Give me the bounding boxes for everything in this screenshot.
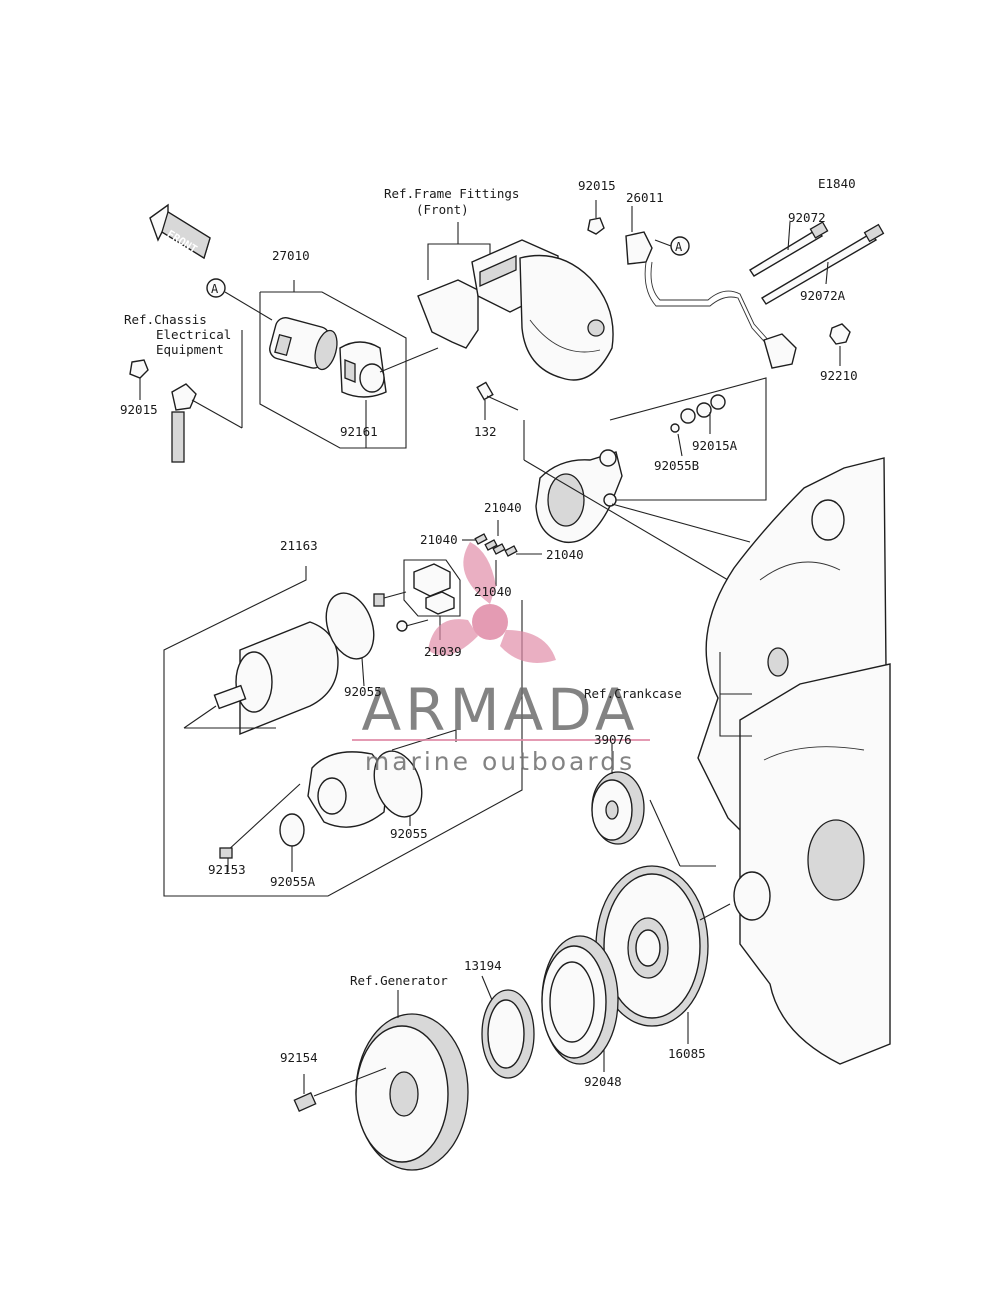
part-21040-left: 21040 — [420, 532, 458, 547]
part-21040-bottom: 21040 — [474, 584, 512, 599]
part-92072A: 92072A — [800, 288, 846, 303]
part-16085: 16085 — [668, 1046, 706, 1061]
part-92154: 92154 — [280, 1050, 318, 1065]
propeller-logo-icon — [428, 542, 556, 663]
ref-chassis-line1: Ref.Chassis — [124, 312, 207, 327]
part-21163: 21163 — [280, 538, 318, 553]
callout-a-left-label: A — [211, 282, 219, 296]
washers-92015A-92055B — [606, 377, 767, 501]
part-92153: 92153 — [208, 862, 246, 877]
ref-frame-fittings-line2: (Front) — [416, 202, 469, 217]
starter-rear-cover — [523, 420, 751, 581]
part-92015A: 92015A — [692, 438, 738, 453]
part-92055A: 92055A — [270, 874, 316, 889]
ref-frame-fittings-line1: Ref.Frame Fittings — [384, 186, 519, 201]
cable-ties — [749, 221, 885, 305]
bolt-132 — [476, 381, 519, 420]
part-92015-top: 92015 — [578, 178, 616, 193]
generator-rotor — [355, 990, 469, 1171]
ref-chassis-line3: Equipment — [156, 342, 224, 357]
part-92072: 92072 — [788, 210, 826, 225]
starter-motor-21163 — [163, 566, 523, 897]
starter-gear-16085 — [595, 865, 731, 1044]
nut-92210 — [829, 323, 851, 366]
part-21040-right: 21040 — [546, 547, 584, 562]
watermark-subtitle: marine outboards — [365, 747, 635, 776]
callout-a-left: A — [206, 278, 273, 321]
crankcase — [697, 457, 891, 1065]
diagram-code: E1840 — [818, 176, 856, 191]
relay-bracket-lines — [259, 280, 439, 449]
frame-fittings-bracket — [417, 222, 614, 381]
part-92161: 92161 — [340, 424, 378, 439]
part-132: 132 — [474, 424, 497, 439]
ref-chassis-line2: Electrical — [156, 327, 231, 342]
starter-relay-27010 — [269, 317, 338, 371]
part-92055B: 92055B — [654, 458, 699, 473]
terminal-26011: A — [587, 217, 797, 369]
front-arrow-icon: FRONT — [149, 203, 211, 260]
bolt-92154 — [293, 1067, 387, 1113]
part-92210: 92210 — [820, 368, 858, 383]
part-92048: 92048 — [584, 1074, 622, 1089]
watermark-title: ARMADA — [361, 676, 638, 744]
clutch-housing-92048 — [541, 935, 619, 1072]
relay-cover-92161 — [339, 341, 387, 398]
callout-a-top-label: A — [675, 240, 683, 254]
part-21039: 21039 — [424, 644, 462, 659]
part-13194: 13194 — [464, 958, 502, 973]
idle-gear-39076 — [591, 744, 716, 867]
one-way-clutch-13194 — [481, 975, 535, 1079]
part-92055-a: 92055 — [344, 684, 382, 699]
front-bracket-and-orings — [219, 729, 457, 872]
part-26011: 26011 — [626, 190, 664, 205]
brushes-21040 — [462, 520, 542, 586]
ref-generator: Ref.Generator — [350, 973, 448, 988]
part-92055-b: 92055 — [390, 826, 428, 841]
part-39076: 39076 — [594, 732, 632, 747]
part-21040-top: 21040 — [484, 500, 522, 515]
part-27010: 27010 — [272, 248, 310, 263]
watermark-logo: ARMADA marine outboards — [352, 542, 650, 776]
leader-lines — [139, 200, 633, 400]
ref-crankcase: Ref.Crankcase — [584, 686, 682, 701]
part-92015-left: 92015 — [120, 402, 158, 417]
chassis-cable — [129, 330, 243, 463]
